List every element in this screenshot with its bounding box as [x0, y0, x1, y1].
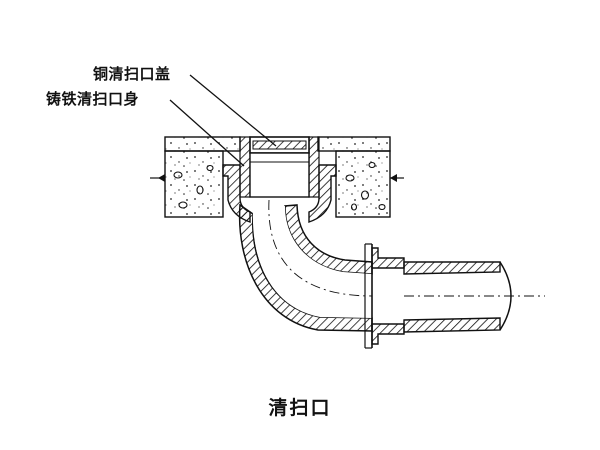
pipe-socket-joint: [364, 243, 405, 349]
leader-line-body: [169, 99, 245, 167]
copper-cleanout-cover: [249, 136, 310, 198]
leader-lines: [169, 74, 277, 167]
horizontal-pipe: [403, 261, 545, 333]
label-copper-cover: 铜清扫口盖: [93, 65, 171, 83]
diagram-caption: 清扫口: [268, 397, 332, 419]
floor-top-layer: [164, 136, 391, 152]
leader-line-cover: [189, 74, 277, 147]
label-cast-iron-body: 铸铁清扫口身: [46, 90, 140, 108]
elbow-pipe: [238, 199, 373, 332]
concrete-slab: [150, 150, 404, 218]
